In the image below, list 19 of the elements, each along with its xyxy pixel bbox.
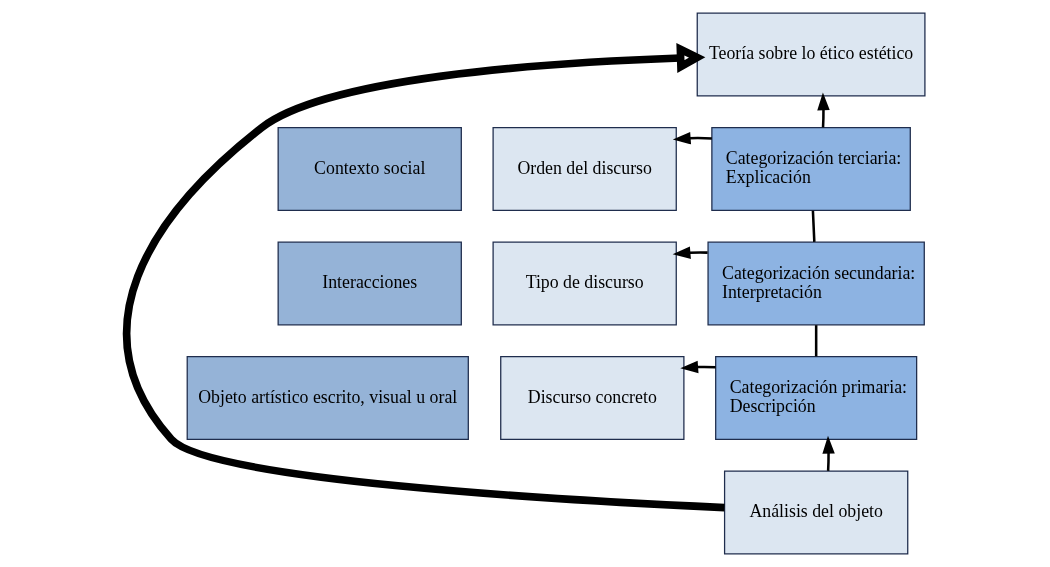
arrow bbox=[672, 246, 708, 259]
node-box: Objeto artístico escrito, visual u oral bbox=[186, 356, 469, 440]
node-box: Categorización primaria: Descripción bbox=[714, 356, 917, 440]
node-box: Discurso concreto bbox=[499, 356, 685, 440]
arrow bbox=[123, 43, 725, 512]
arrow bbox=[821, 435, 835, 471]
connector bbox=[811, 210, 816, 242]
node-box: Contexto social bbox=[277, 127, 462, 211]
arrow bbox=[672, 131, 712, 145]
connector bbox=[814, 325, 817, 357]
node-box: Categorización terciaria: Explicación bbox=[710, 127, 911, 211]
arrow bbox=[679, 360, 716, 374]
node-box: Interacciones bbox=[277, 241, 462, 326]
arrow bbox=[816, 92, 830, 128]
node-box: Análisis del objeto bbox=[723, 470, 908, 555]
node-box: Categorización secundaria: Interpretación bbox=[706, 241, 925, 326]
node-box: Orden del discurso bbox=[491, 127, 677, 211]
node-box: Teoría sobre lo ético estético bbox=[696, 12, 926, 97]
node-box: Tipo de discurso bbox=[491, 241, 677, 326]
